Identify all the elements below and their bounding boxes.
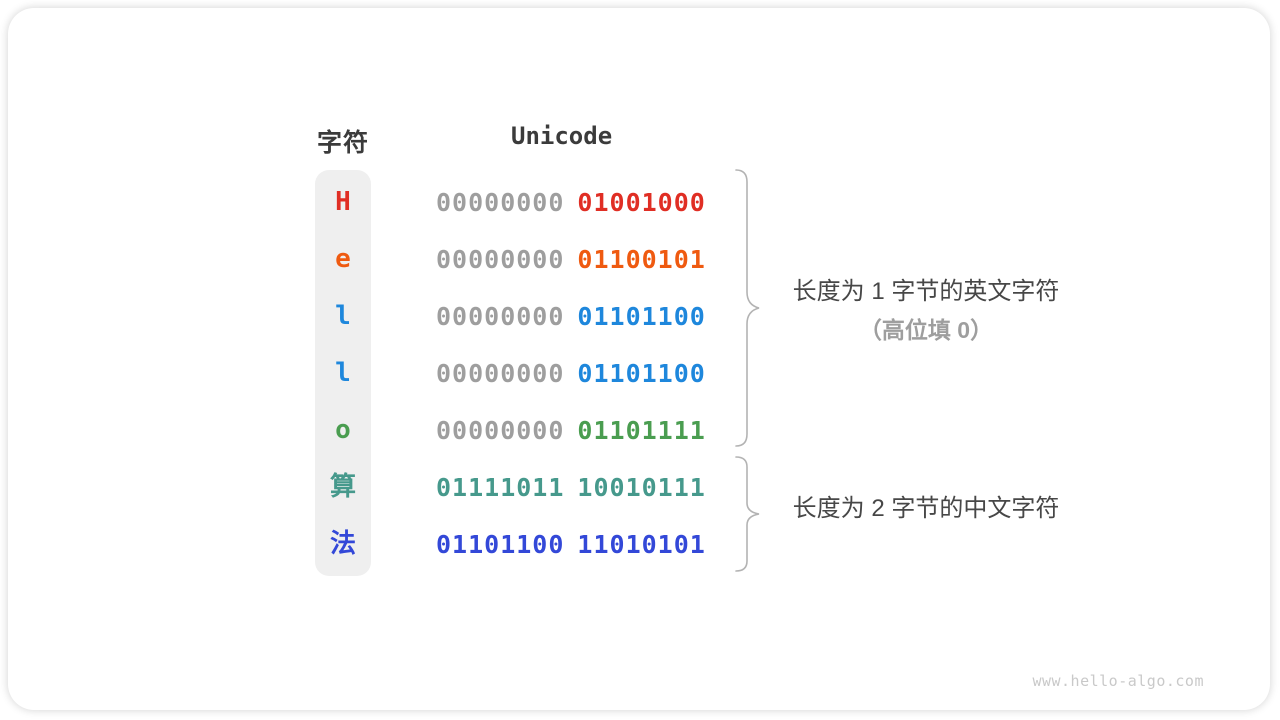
annotation-line-1: 长度为 1 字节的英文字符 — [792, 278, 1060, 305]
unicode-row: 00000000 01101100 — [436, 345, 706, 402]
brace-english-group — [735, 169, 760, 447]
char-cell: 算 — [329, 472, 356, 502]
column-header-character: 字符 — [316, 129, 369, 157]
char-cell: l — [335, 358, 351, 388]
unicode-column: 00000000 01001000 00000000 01100101 0000… — [436, 174, 706, 573]
byte-high: 01111011 — [436, 473, 565, 502]
char-cell: 法 — [329, 529, 356, 559]
byte-low: 01001000 — [577, 188, 706, 217]
unicode-row: 00000000 01001000 — [436, 174, 706, 231]
annotation-english-chars: 长度为 1 字节的英文字符 （高位填 0） — [766, 277, 1086, 345]
byte-high: 00000000 — [436, 188, 565, 217]
byte-low: 10010111 — [577, 473, 706, 502]
byte-low: 01100101 — [577, 245, 706, 274]
annotation-line-2: （高位填 0） — [858, 317, 994, 343]
byte-low: 01101100 — [577, 302, 706, 331]
unicode-row: 01111011 10010111 — [436, 459, 706, 516]
annotation-line-1: 长度为 2 字节的中文字符 — [792, 495, 1060, 522]
byte-high: 00000000 — [436, 302, 565, 331]
unicode-row: 01101100 11010101 — [436, 516, 706, 573]
char-cell: o — [335, 415, 351, 445]
annotation-chinese-chars: 长度为 2 字节的中文字符 — [766, 494, 1086, 524]
column-header-unicode: Unicode — [511, 122, 613, 150]
char-cell: l — [335, 301, 351, 331]
char-cell: H — [335, 187, 351, 217]
byte-high: 00000000 — [436, 416, 565, 445]
byte-high: 00000000 — [436, 359, 565, 388]
byte-low: 01101100 — [577, 359, 706, 388]
diagram-card: 字符 Unicode H e l l o 算 法 00000000 010010… — [8, 8, 1270, 710]
unicode-row: 00000000 01100101 — [436, 231, 706, 288]
brace-chinese-group — [735, 456, 760, 572]
unicode-row: 00000000 01101100 — [436, 288, 706, 345]
char-cell: e — [335, 244, 351, 274]
watermark: www.hello-algo.com — [1032, 672, 1204, 690]
character-column: H e l l o 算 法 — [315, 170, 371, 576]
byte-low: 01101111 — [577, 416, 706, 445]
byte-high: 00000000 — [436, 245, 565, 274]
unicode-row: 00000000 01101111 — [436, 402, 706, 459]
byte-high: 01101100 — [436, 530, 565, 559]
byte-low: 11010101 — [577, 530, 706, 559]
